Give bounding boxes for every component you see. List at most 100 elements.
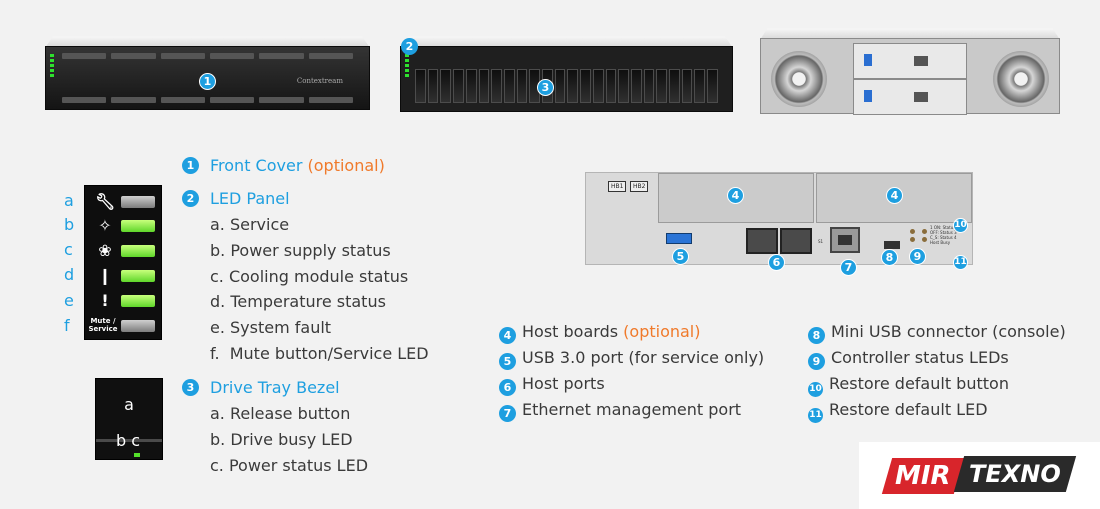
led-item-power: b. Power supply status xyxy=(210,241,391,260)
led-row-power: ✧ xyxy=(85,216,161,236)
service-led xyxy=(121,196,155,208)
callout-5-legend: 5 xyxy=(499,353,516,370)
rear-item-label: Restore default button xyxy=(829,374,1009,393)
rear-item-host-ports: 6 Host ports xyxy=(499,374,605,396)
tray-item-release: a. Release button xyxy=(210,404,350,423)
controller-status-led xyxy=(910,229,915,234)
rear-item-label: Host boards xyxy=(522,322,618,341)
power-status-led xyxy=(134,453,140,457)
host-port xyxy=(780,228,812,254)
tray-item-busy: b. Drive busy LED xyxy=(210,430,353,449)
logo-texno-block: TEXNO xyxy=(954,456,1076,492)
callout-8: 8 xyxy=(881,249,898,266)
led-row-temperature: ❙ xyxy=(85,266,161,286)
led-letter-b: b xyxy=(64,215,74,234)
bezel-letters-bc: b c xyxy=(116,431,140,450)
controller-card xyxy=(853,79,967,115)
rear-item-mini-usb: 8 Mini USB connector (console) xyxy=(808,322,1066,344)
callout-4-legend: 4 xyxy=(499,327,516,344)
callout-8-legend: 8 xyxy=(808,327,825,344)
led-item-mute: f. Mute button/Service LED xyxy=(210,344,429,363)
led-letter-d: d xyxy=(64,265,74,284)
logo-mir-text: MIR xyxy=(895,461,951,491)
rear-item-host-boards: 4 Host boards (optional) xyxy=(499,322,700,344)
led-row-mute xyxy=(85,316,161,336)
logo-texno-text: TEXNO xyxy=(969,460,1061,488)
mute-service-button xyxy=(121,320,155,332)
led-item-temperature: d. Temperature status xyxy=(210,292,386,311)
callout-3: 3 xyxy=(537,79,554,96)
hb1-label: HB1 xyxy=(608,181,626,192)
drive-bay-row xyxy=(415,69,718,103)
host-port xyxy=(746,228,778,254)
usb-port-icon xyxy=(666,233,692,244)
callout-10-legend: 10 xyxy=(808,382,823,397)
led-row-service: 🔧︎ xyxy=(85,192,161,212)
controller-status-led xyxy=(922,237,927,242)
controller-card xyxy=(853,43,967,79)
logo-mir-block: MIR xyxy=(882,458,964,494)
callout-7: 7 xyxy=(840,259,857,276)
led-letter-e: e xyxy=(64,291,74,310)
temperature-led xyxy=(121,270,155,282)
front-led-strip xyxy=(50,54,54,77)
host-boards-optional: (optional) xyxy=(623,322,700,341)
system-fault-led xyxy=(121,295,155,307)
front-cover-label: Front Cover xyxy=(210,156,302,175)
led-row-fault: ! xyxy=(85,291,161,311)
led-letter-c: c xyxy=(64,240,73,259)
front-cover-device: Contextream xyxy=(45,32,370,110)
front-cover-heading: Front Cover (optional) xyxy=(210,156,385,175)
s1-label: S1 xyxy=(818,239,823,244)
led-row-cooling: ❀ xyxy=(85,241,161,261)
callout-4a: 4 xyxy=(727,187,744,204)
chassis-front xyxy=(400,46,733,112)
rear-item-label: Mini USB connector (console) xyxy=(831,322,1066,341)
bezel-letter-a: a xyxy=(96,395,162,414)
usb-port-icon xyxy=(864,54,872,66)
usb-port-icon xyxy=(864,90,872,102)
callout-11-legend: 11 xyxy=(808,408,823,423)
callout-10: 10 xyxy=(953,218,968,233)
controller-status-led xyxy=(910,237,915,242)
led-item-service: a. Service xyxy=(210,215,289,234)
power-supply-led xyxy=(121,220,155,232)
led-letter-f: f xyxy=(64,316,70,335)
rear-item-label: Controller status LEDs xyxy=(831,348,1009,367)
power-supply-fan xyxy=(993,51,1049,107)
thermometer-icon: ❙ xyxy=(95,266,115,286)
front-led-strip xyxy=(405,54,409,77)
drive-tray-bezel-photo: a b c xyxy=(95,378,163,460)
brand-mark: Contextream xyxy=(297,77,343,85)
callout-2: 2 xyxy=(401,38,418,55)
callout-6: 6 xyxy=(768,254,785,271)
chassis-front xyxy=(760,38,1060,114)
callout-4b: 4 xyxy=(886,187,903,204)
led-panel-photo: 🔧︎ ✧ ❀ ❙ ! Mute / Service xyxy=(84,185,162,340)
rear-item-label: Restore default LED xyxy=(829,400,988,419)
callout-9: 9 xyxy=(909,248,926,265)
led-item-fault: e. System fault xyxy=(210,318,331,337)
tray-item-power: c. Power status LED xyxy=(210,456,368,475)
ethernet-port-icon xyxy=(914,92,928,102)
callout-1: 1 xyxy=(199,73,216,90)
callout-2-legend: 2 xyxy=(182,190,199,207)
callout-5: 5 xyxy=(672,248,689,265)
cooling-led xyxy=(121,245,155,257)
drive-tray-heading: Drive Tray Bezel xyxy=(210,378,340,397)
power-supply-fan xyxy=(771,51,827,107)
callout-6-legend: 6 xyxy=(499,379,516,396)
fan-icon: ❀ xyxy=(95,241,115,261)
vent-row xyxy=(62,53,353,59)
drive-bays-device xyxy=(400,32,733,112)
vent-row xyxy=(62,97,353,103)
led-letter-a: a xyxy=(64,191,74,210)
power-supply-icon: ✧ xyxy=(95,216,115,236)
rear-item-label: Host ports xyxy=(522,374,605,393)
wrench-icon: 🔧︎ xyxy=(95,192,115,212)
rear-item-restore-led: 11 Restore default LED xyxy=(808,400,988,423)
led-panel-heading: LED Panel xyxy=(210,189,290,208)
